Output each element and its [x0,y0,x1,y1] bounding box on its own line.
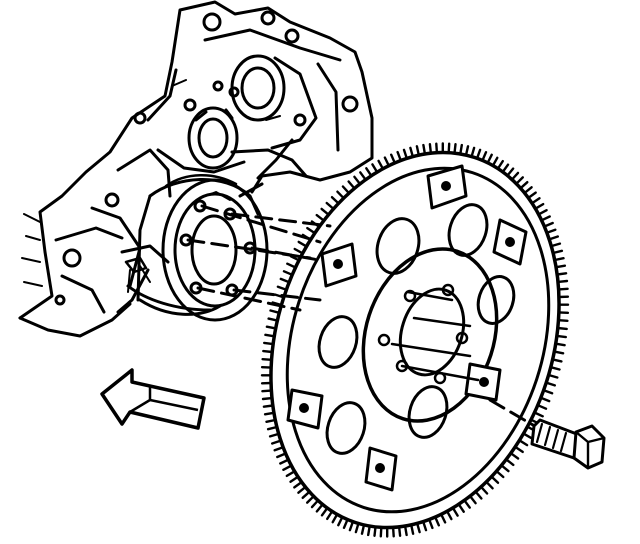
crankshaft-flange [136,174,269,322]
bolt [530,418,606,470]
direction-arrow [100,368,206,430]
engine-block [18,0,374,338]
alignment-lines [186,204,547,434]
ring-gear-teeth [260,142,570,538]
flexplate [260,142,570,538]
